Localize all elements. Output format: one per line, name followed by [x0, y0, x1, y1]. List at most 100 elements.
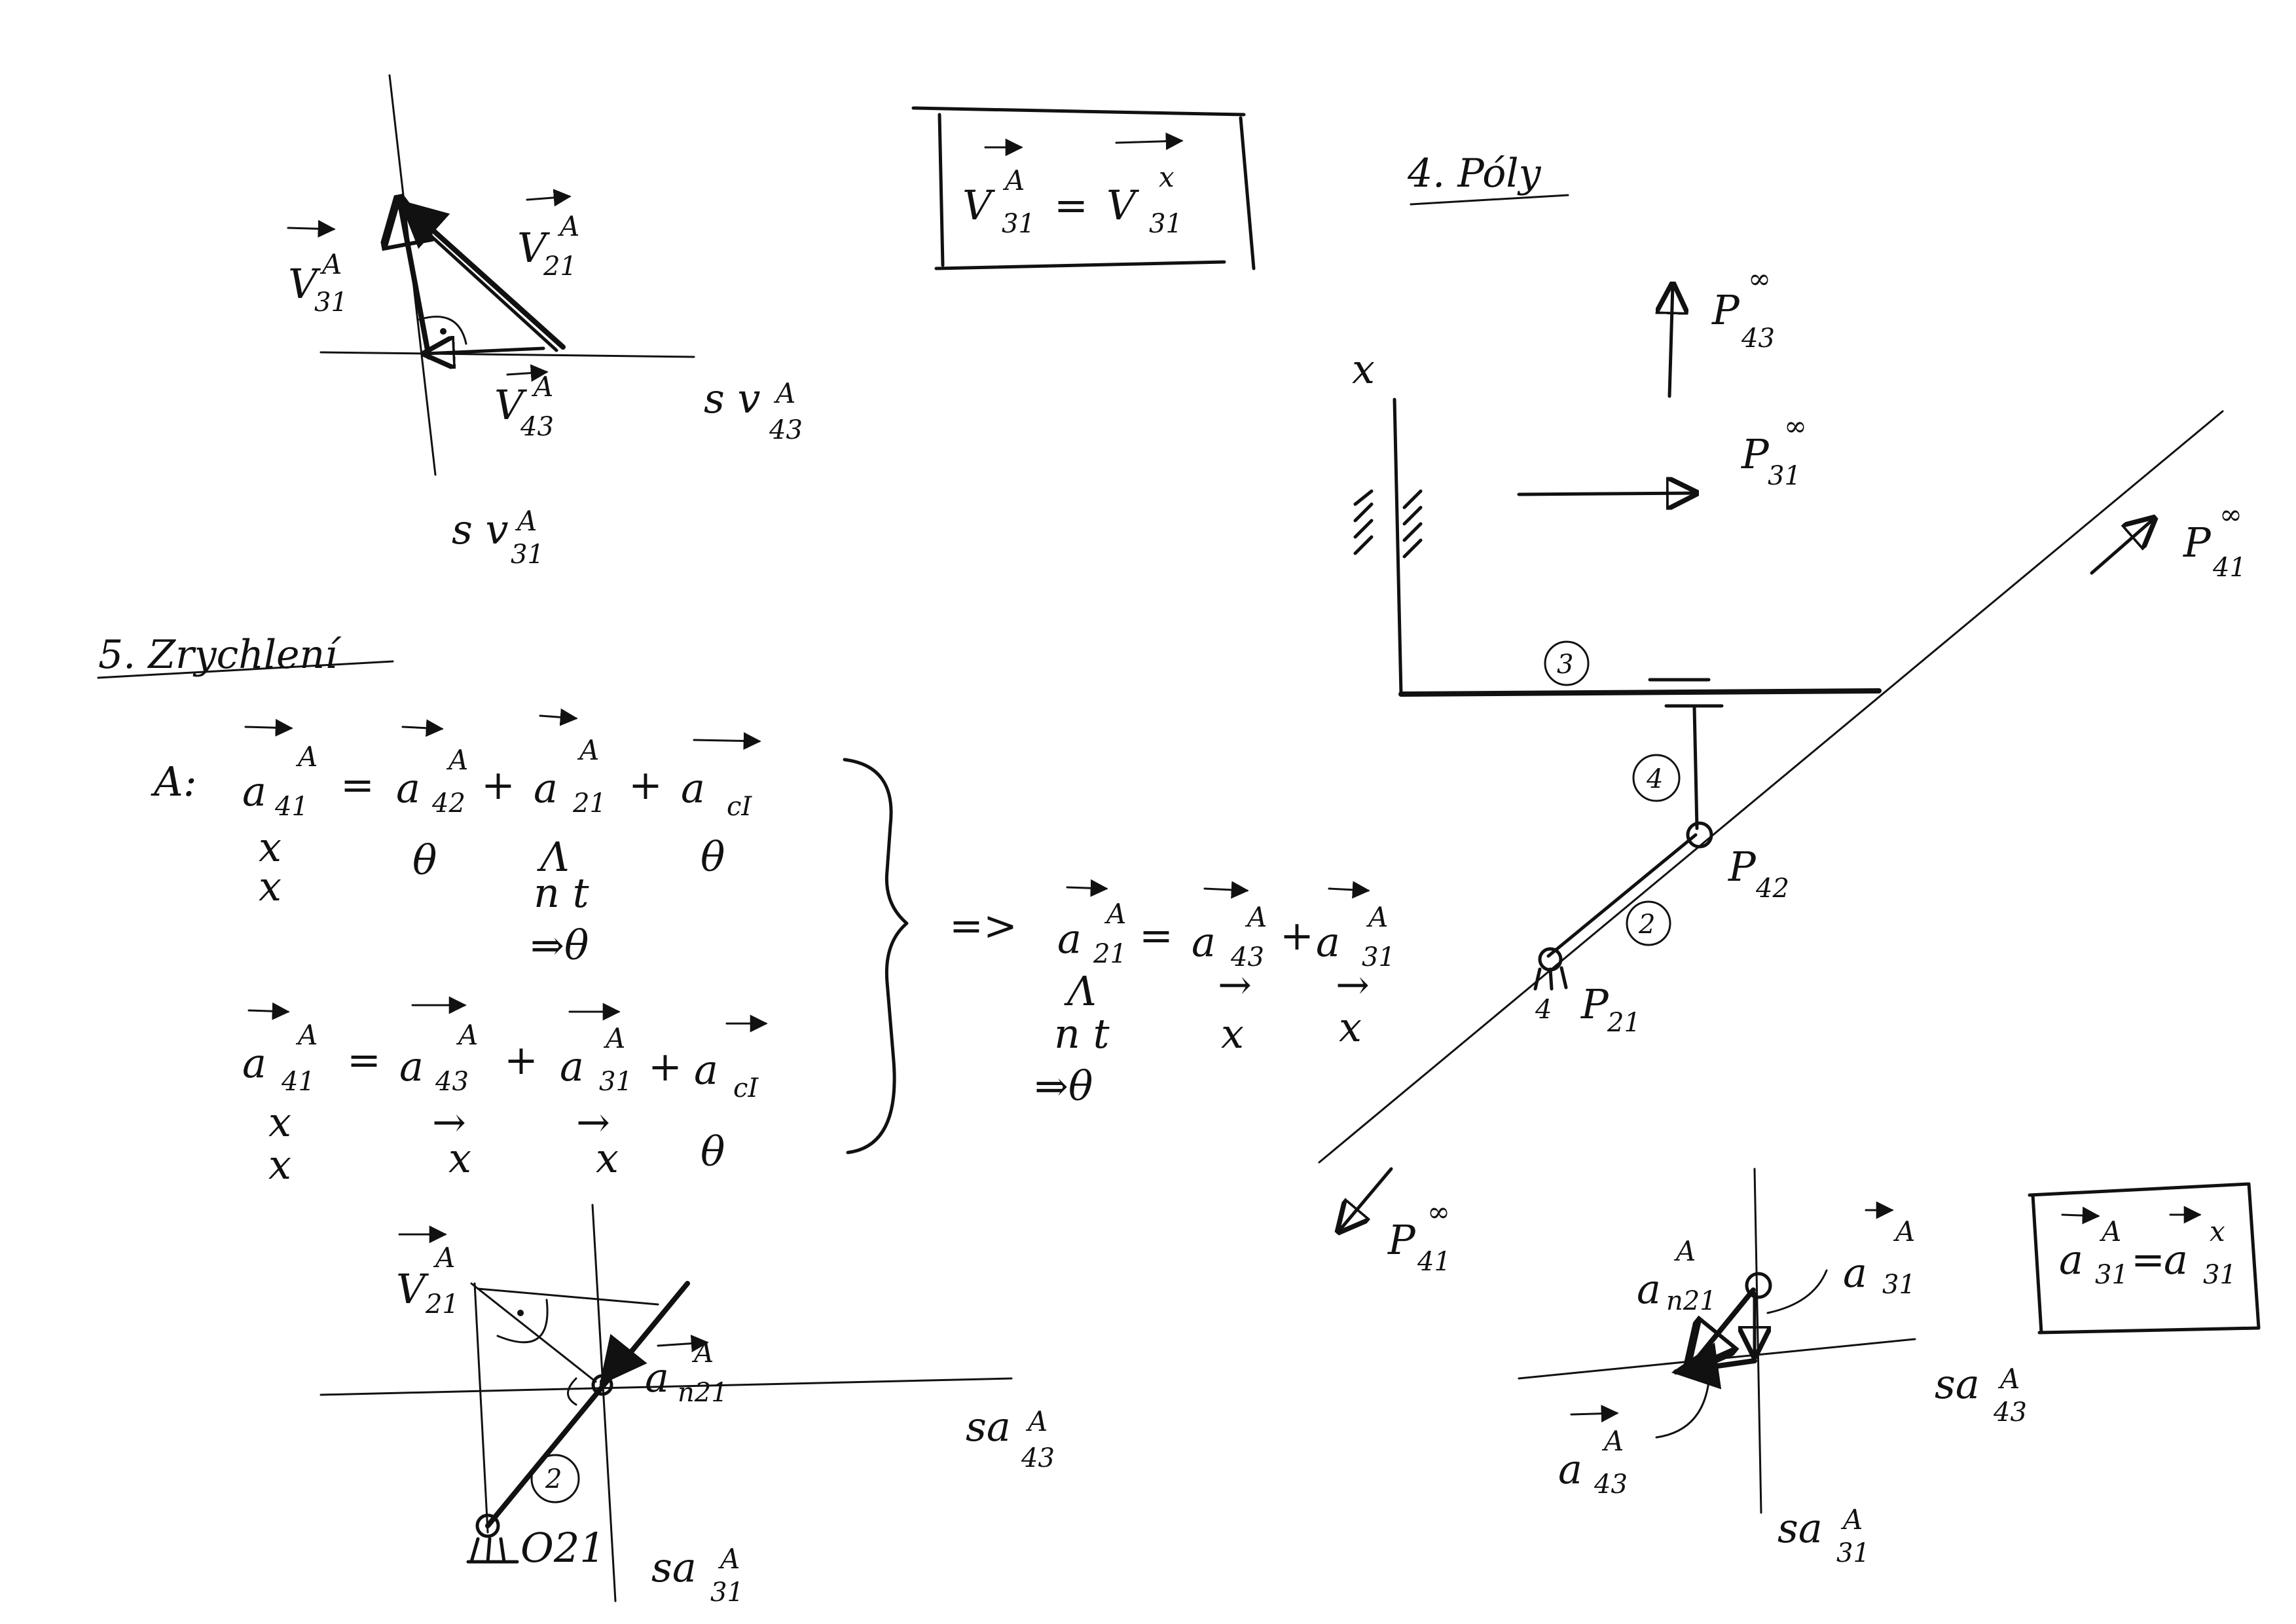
body-4-circle: [1632, 754, 1681, 802]
eq1-row3-c3: n t: [534, 869, 589, 917]
eq1-row2-c4: θ: [701, 833, 725, 881]
p43-sub: 43: [1741, 323, 1775, 354]
eq2-acI-base: a: [694, 1046, 718, 1094]
body-2-circle: [1626, 900, 1671, 946]
label-v43-sub: 43: [520, 412, 554, 442]
accel-right-axis-horizontal: [1518, 1338, 1916, 1380]
body-3-circle: [1544, 640, 1590, 686]
eq2-a41-base: a: [242, 1039, 266, 1087]
label-an21-right: a A n21: [1637, 1235, 1717, 1316]
label-an21-left-base: a: [645, 1354, 669, 1401]
result-a43-sub: 43: [1230, 942, 1264, 972]
p41-top-base: P: [2183, 519, 2212, 566]
v21-vector-line-double: [407, 214, 558, 352]
result-a21-sub: 21: [1093, 939, 1127, 969]
eq2-a43-base: a: [399, 1043, 424, 1090]
result-a31-sup: A: [1366, 901, 1388, 933]
p31-direction-arrow: [1517, 493, 1696, 494]
right-angle-mark: [418, 316, 467, 345]
label-sa31-left-sub: 31: [710, 1578, 744, 1608]
joint-a-right: [1745, 1272, 1772, 1299]
joint-p21: [1538, 947, 1563, 972]
eq2-row2-c4: θ: [701, 1128, 725, 1175]
acceleration-section: 5. Zrychlení A: a A 41 = a A 42 + a A 21…: [97, 632, 1395, 1189]
accel-plot-left: 2 V A 21 a A n21 sa A 43 sa A 31 O21: [319, 1204, 1055, 1608]
label-sa31-left: sa A 31: [651, 1543, 744, 1608]
right-angle-arc-left: [496, 1299, 549, 1344]
label-s-v43-base: s v: [704, 375, 761, 422]
label-s-v31-sup: A: [515, 505, 537, 537]
acceleration-title-underline: [97, 660, 394, 679]
label-o21: O21: [520, 1524, 606, 1572]
result-arrow: =>: [949, 902, 1017, 950]
label-v21-base: V: [517, 224, 551, 272]
pole-p21: P 21: [1580, 980, 1641, 1038]
body-2-circle-left: [530, 1454, 580, 1504]
p21-sub: 21: [1607, 1008, 1641, 1038]
p41-top-direction-arrow: [2090, 519, 2154, 575]
result-a43-sup: A: [1245, 901, 1267, 933]
right-angle-dot: [440, 328, 446, 335]
p31-sup: ∞: [1784, 410, 1807, 442]
v21-vector-line: [399, 200, 566, 350]
a31-pointer: [1766, 1269, 1828, 1314]
eq1-a21-sub: 21: [572, 788, 606, 819]
label-v31-base: V: [288, 260, 321, 308]
result-a21-base: a: [1057, 915, 1082, 963]
frame-x-label: x: [1352, 345, 1375, 393]
p41-bottom-sub: 41: [1417, 1247, 1451, 1277]
link-4-vertical: [1692, 705, 1699, 830]
boxed-v-right-base: V: [1106, 181, 1140, 229]
p21-base: P: [1580, 980, 1609, 1028]
label-a31-right-sup: A: [1893, 1215, 1915, 1247]
label-a43-right: a A 43: [1558, 1405, 1628, 1500]
eq1-row2-c2: θ: [412, 836, 437, 884]
p43-base: P: [1711, 286, 1740, 334]
p31-base: P: [1741, 430, 1770, 478]
eq1-a41-sub: 41: [274, 792, 308, 822]
label-sa31-right-base: sa: [1777, 1504, 1823, 1552]
label-an21-left: a A n21: [645, 1335, 728, 1408]
eq2-acI-sub: cI: [733, 1073, 759, 1103]
p41-bottom-base: P: [1387, 1216, 1416, 1264]
label-v21-left: V A 21: [396, 1225, 459, 1320]
eq2-a43-sup: A: [456, 1019, 478, 1051]
joint-o21: [475, 1513, 500, 1538]
accel-box-eq: =: [2131, 1236, 2165, 1283]
eq1-plus-1: +: [481, 761, 515, 809]
eq1-a21-sup: A: [577, 734, 599, 766]
ground-number: 4: [1535, 995, 1552, 1025]
boxed-velocity-equality: V A 31 = V x 31: [911, 106, 1256, 270]
velocity-axis-horizontal: [319, 351, 695, 358]
eq2-a31-sup: A: [603, 1022, 625, 1054]
label-a31-right-base: a: [1843, 1249, 1867, 1297]
eq1-plus-2: +: [629, 761, 663, 809]
link-2-line: [485, 1281, 690, 1528]
label-an21-right-sup: A: [1673, 1235, 1696, 1267]
label-v21-left-sub: 21: [425, 1289, 459, 1320]
p41-bottom-direction-arrow: [1339, 1167, 1393, 1231]
eq1-a21-base: a: [534, 764, 558, 812]
pole-line-diagonal: [1318, 410, 2224, 1164]
accel-box-left-sub: 31: [2095, 1260, 2128, 1290]
equation-1: A: a A 41 = a A 42 + a A 21 + a cI x θ Λ…: [151, 708, 761, 969]
result-a31-sub: 31: [1362, 942, 1395, 972]
boxed-v-right-sup: x: [1159, 161, 1175, 193]
an21-arrow-left: [599, 1333, 647, 1386]
eq1-a41-base: a: [242, 767, 266, 815]
body-4-number: 4: [1646, 764, 1663, 794]
p43-sup: ∞: [1748, 263, 1771, 295]
eq2-a41-sub: 41: [281, 1067, 315, 1097]
body-2-number-left: 2: [545, 1464, 562, 1494]
eq1-row3-c1: x: [259, 862, 282, 910]
label-s-v43-sub: 43: [769, 415, 803, 445]
result-eq: =: [1139, 912, 1173, 959]
label-v31-sup: A: [319, 248, 342, 280]
pole-p31-inf: P ∞ 31: [1517, 410, 1807, 494]
box-outline: [911, 106, 1256, 270]
velocity-plot: V A 31 V A 21 V A 43 s v A 43 s v A 31: [287, 74, 803, 570]
right-angle-dot-left: [517, 1310, 524, 1316]
eq2-row3-c3: x: [596, 1134, 619, 1182]
pole-p43-inf: P ∞ 43: [1669, 263, 1775, 398]
label-a31-right-sub: 31: [1882, 1270, 1916, 1300]
